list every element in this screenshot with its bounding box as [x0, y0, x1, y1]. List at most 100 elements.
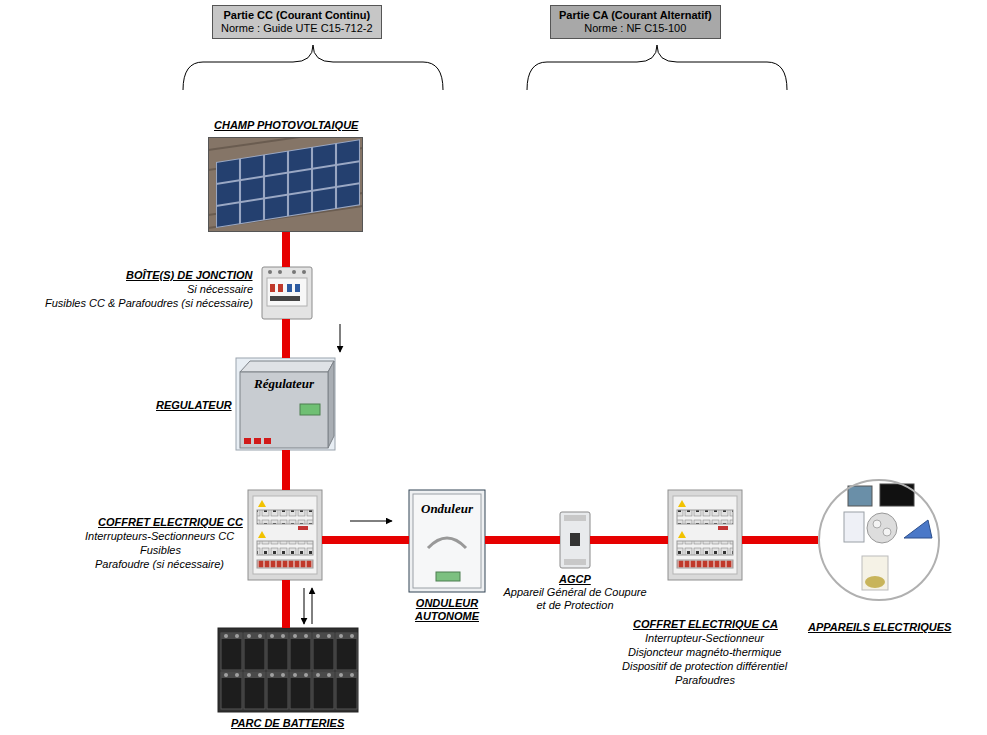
dc-cabinet-picture: [257, 560, 313, 568]
ac-cabinet-picture: [673, 496, 737, 574]
header-norm: Norme : NF C15-100: [559, 22, 712, 35]
ac-cabinet-picture: [718, 526, 728, 530]
controller-picture: [240, 361, 334, 372]
flow-arrow: [340, 324, 341, 352]
header-title: Partie CA (Courant Alternatif): [559, 9, 712, 22]
dc-cabinet-picture: [298, 526, 308, 530]
device-marking: Régulateur: [254, 377, 314, 390]
dc-cabinet: COFFRET ELECTRIQUE CCInterrupteurs-Secti…: [248, 490, 322, 580]
component-note: Interrupteur-Sectionneur: [645, 632, 764, 645]
battery-picture: [220, 632, 358, 710]
component-label: PARC DE BATTERIES: [231, 717, 344, 730]
junction-box: BOÎTE(S) DE JONCTIONSi nécessaireFusible…: [262, 267, 312, 319]
junction-box-picture: [278, 270, 282, 274]
component-note: Dispositif de protection différentiel: [622, 660, 787, 673]
ac-cabinet-picture: [668, 490, 742, 580]
battery-picture: [218, 628, 358, 712]
inverter-picture: [428, 538, 466, 548]
ac-cabinet-picture: [677, 510, 733, 524]
junction-box-picture: [262, 267, 312, 319]
component-label: COFFRET ELECTRIQUE CC: [98, 516, 243, 529]
power-wire: [742, 536, 818, 544]
battery-bank: PARC DE BATTERIES: [218, 628, 358, 712]
breaker-picture: [560, 512, 590, 568]
ac-cabinet-picture: [678, 531, 686, 538]
flow-arrow: [312, 588, 313, 624]
inverter-picture: [413, 494, 481, 588]
dc-cabinet-picture: [248, 490, 322, 580]
appliances-picture: [873, 520, 881, 528]
appliances-picture: [867, 513, 897, 543]
component-label: APPAREILS ELECTRIQUES: [808, 621, 951, 634]
controller-picture: [236, 358, 335, 450]
appliances-picture: [862, 556, 888, 590]
controller-picture: [254, 438, 261, 444]
power-wire: [322, 536, 409, 544]
header-norm: Norme : Guide UTE C15-712-2: [221, 22, 373, 35]
appliances-picture: [848, 486, 872, 506]
section-brace: [183, 45, 443, 90]
controller-picture: [240, 372, 328, 448]
junction-box-picture: [287, 284, 292, 292]
dc-cabinet-picture: [258, 531, 266, 538]
section-brace: [527, 45, 787, 90]
controller-picture: [300, 404, 320, 415]
appliances-picture: [865, 576, 885, 588]
component-label: CHAMP PHOTOVOLTAIQUE: [214, 119, 358, 132]
component-label: COFFRET ELECTRIQUE CA: [633, 618, 778, 631]
power-wire: [590, 536, 668, 544]
solar-panel-picture: [208, 137, 363, 228]
component-note: Interrupteurs-Sectionneurs CC: [85, 530, 234, 543]
section-brace: [183, 45, 787, 90]
junction-box-picture: [267, 278, 307, 306]
controller-picture: [264, 438, 271, 444]
appliances-picture: [904, 520, 932, 538]
inverter-picture: [409, 490, 485, 592]
solar-panel-picture: [208, 137, 363, 232]
inverter-picture: [436, 572, 460, 581]
inverter: OnduleurONDULEUR AUTONOME: [409, 490, 485, 592]
solar-panel-picture: [216, 139, 360, 228]
junction-box-picture: [295, 284, 300, 292]
dc-cabinet-picture: [257, 510, 313, 524]
component-note: Appareil Général de Coupure et de Protec…: [502, 586, 648, 612]
ac-cabinet-picture: [677, 560, 733, 568]
component-note: Parafoudre (si nécessaire): [95, 558, 224, 571]
dc-cabinet-picture: [257, 541, 313, 555]
component-label: REGULATEUR: [156, 399, 232, 412]
ac-cabinet-picture: [677, 541, 733, 555]
norm-header: Partie CC (Courant Continu)Norme : Guide…: [212, 5, 382, 39]
component-label: AGCP: [559, 573, 591, 586]
pv-field: CHAMP PHOTOVOLTAIQUE: [208, 137, 363, 232]
power-wire: [282, 450, 290, 490]
power-wire: [282, 580, 290, 628]
device-marking: Onduleur: [421, 502, 473, 515]
circle-outline: [819, 480, 939, 600]
charge-controller: RégulateurREGULATEUR: [236, 358, 335, 450]
junction-box-picture: [270, 284, 275, 292]
appliances-picture: [844, 512, 864, 542]
header-title: Partie CC (Courant Continu): [221, 9, 373, 22]
ac-cabinet-picture: [678, 500, 686, 507]
battery-picture: [218, 628, 358, 712]
junction-box-picture: [302, 270, 306, 274]
appliances-picture: [818, 479, 940, 601]
norm-header: Partie CA (Courant Alternatif)Norme : NF…: [550, 5, 721, 39]
power-wire: [282, 319, 290, 358]
junction-box-picture: [270, 296, 300, 301]
power-wire: [485, 536, 560, 544]
main-breaker: AGCPAppareil Général de Coupure et de Pr…: [560, 512, 590, 568]
junction-box-picture: [292, 270, 296, 274]
appliances-picture: [818, 479, 940, 601]
flow-arrow: [350, 521, 392, 522]
solar-panel-picture: [216, 139, 360, 228]
ac-cabinet-picture: [668, 490, 742, 580]
component-label: ONDULEUR AUTONOME: [414, 597, 480, 623]
appliances-picture: [883, 528, 891, 536]
power-wire: [282, 232, 290, 267]
junction-box-picture: [262, 267, 312, 319]
junction-box-picture: [278, 284, 283, 292]
dc-cabinet-picture: [253, 496, 317, 574]
